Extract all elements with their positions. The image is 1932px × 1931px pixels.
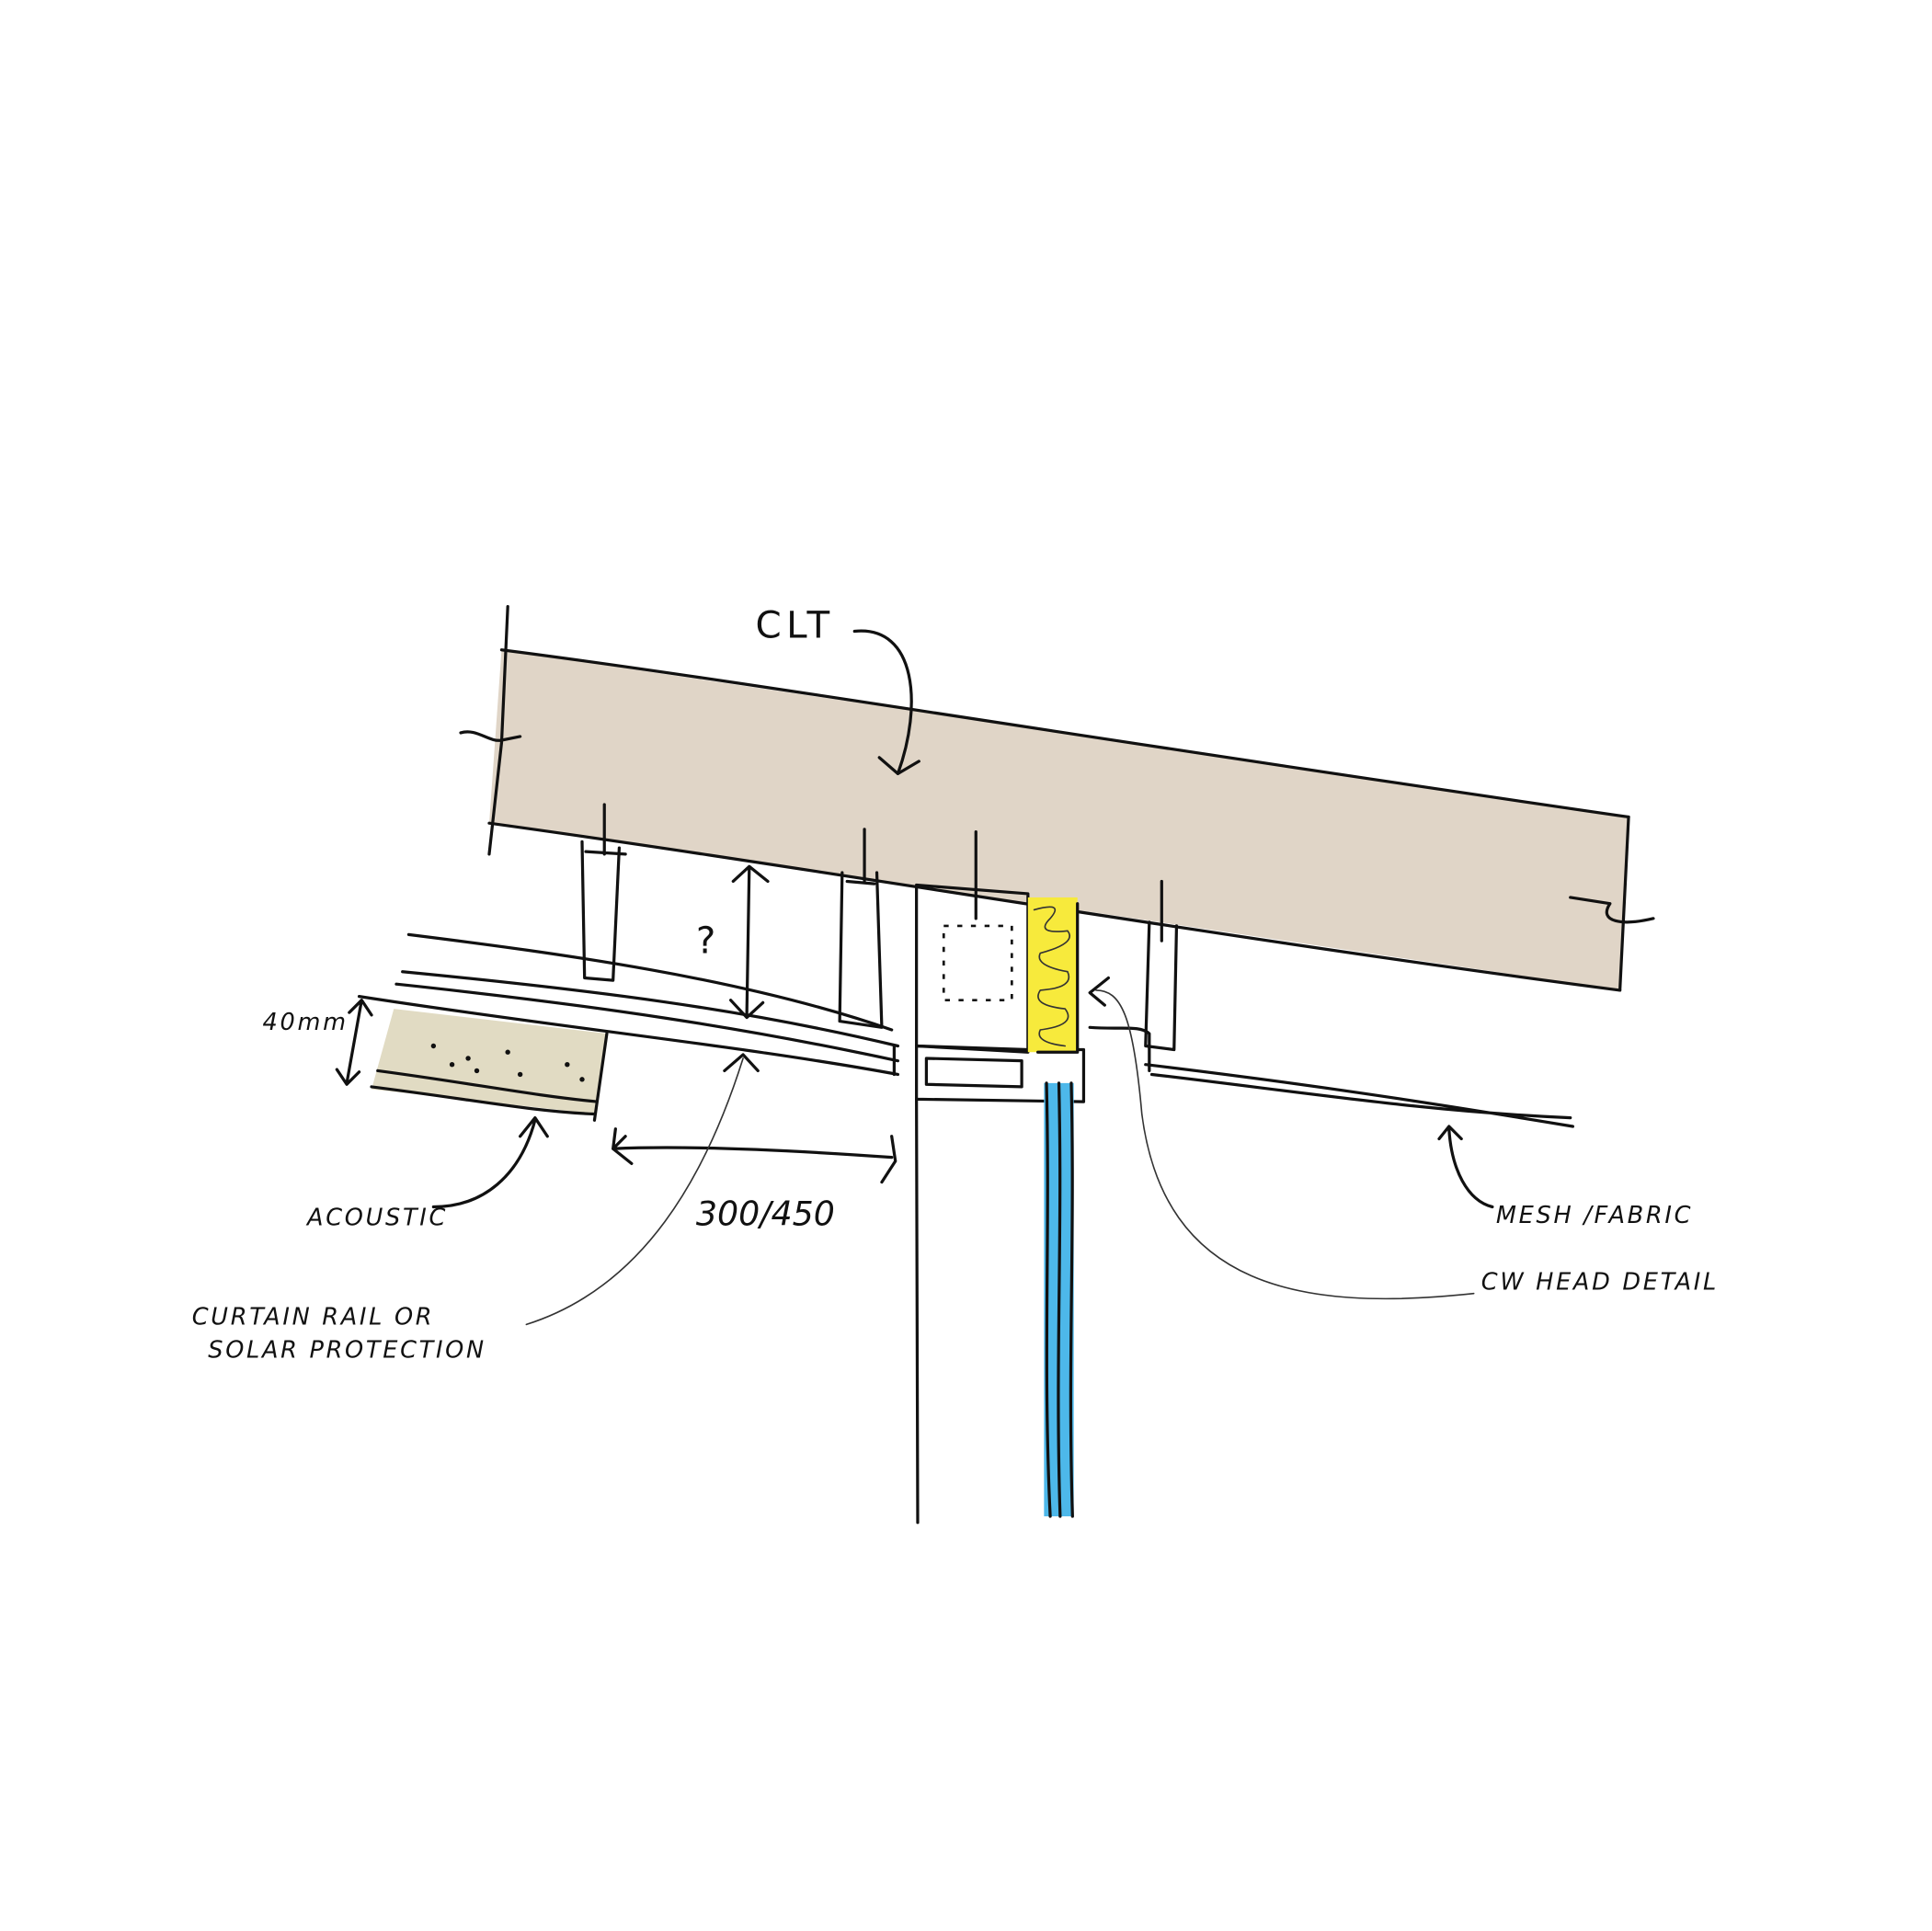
depth-dimension-arrow <box>335 999 373 1086</box>
label-curtain-rail-line1: CURTAIN RAIL OR <box>192 1303 435 1331</box>
hangers <box>580 803 1179 1052</box>
curtain-rail-leader <box>525 1057 744 1326</box>
break-symbol-right <box>1569 896 1655 924</box>
mesh-leader <box>1437 1125 1494 1209</box>
clt-leader <box>852 629 913 775</box>
label-clt: CLT <box>756 603 835 646</box>
insulation <box>1027 897 1080 1054</box>
arrow-head-icon <box>1088 976 1110 1007</box>
spacing-dimension-arrow <box>612 1127 897 1184</box>
break-symbol-left <box>459 730 522 742</box>
label-acoustic: ACOUSTIC <box>305 1205 448 1232</box>
arrow-head-icon <box>877 756 920 775</box>
label-curtain-rail-line2: SOLAR PROTECTION <box>208 1337 486 1365</box>
glazing <box>1044 1081 1074 1518</box>
arrow-head-icon <box>723 1053 760 1073</box>
label-40mm: 40mm <box>263 1009 349 1036</box>
height-dimension-arrow <box>728 864 770 1020</box>
label-cw-head-detail: CW HEAD DETAIL <box>1481 1269 1719 1297</box>
acoustic-panel <box>370 1009 609 1122</box>
question-mark: ? <box>696 920 721 963</box>
ceiling-lines <box>357 932 900 1077</box>
acoustic-leader <box>431 1115 549 1209</box>
mesh-fabric-line <box>1144 1063 1575 1128</box>
label-300-450: 300/450 <box>696 1194 835 1234</box>
mesh-bracket <box>1088 1025 1151 1073</box>
cw-head-leader <box>1095 989 1475 1300</box>
label-mesh-fabric: MESH /FABRIC <box>1496 1202 1693 1229</box>
